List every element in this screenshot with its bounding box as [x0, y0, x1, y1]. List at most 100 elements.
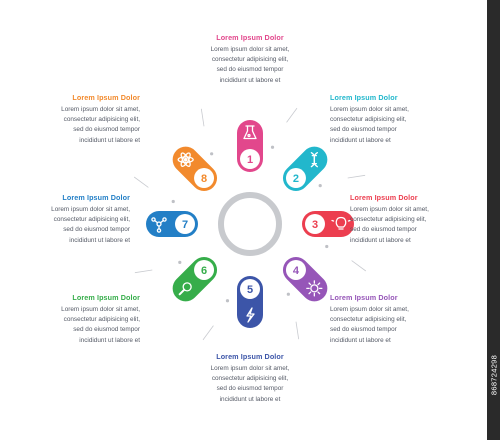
item-body-line: consectetur adipisicing elit, [211, 56, 289, 64]
item-body-line: consectetur adipisicing elit, [63, 316, 140, 324]
item-body-line: incididunt ut labore et [219, 76, 281, 84]
item-body-line: sed do eiusmod tempor [63, 226, 130, 234]
petal-number: 6 [201, 265, 207, 277]
item-body-line: sed do eiusmod tempor [216, 385, 284, 393]
item-body-line: sed do eiusmod tempor [350, 226, 417, 234]
item-body-line: incididunt ut labore et [79, 136, 140, 144]
petal-number: 4 [293, 265, 300, 277]
petal-capsule [282, 256, 328, 302]
item-body-line: incididunt ut labore et [330, 336, 391, 344]
item-body-line: consectetur adipisicing elit, [63, 116, 140, 124]
item-title: Lorem Ipsum Dolor [330, 293, 398, 302]
connector-lines [133, 107, 367, 341]
connector-dot [270, 145, 275, 149]
item-title: Lorem Ipsum Dolor [72, 93, 140, 102]
petal-number: 1 [247, 154, 253, 166]
item-body-line: consectetur adipisicing elit, [330, 116, 407, 124]
item-body-line: Lorem ipsum dolor sit amet, [210, 46, 290, 53]
item-title: Lorem Ipsum Dolor [216, 33, 284, 42]
center-ring [218, 192, 282, 256]
petal-number: 2 [293, 173, 299, 185]
petal-6 [172, 256, 218, 302]
sun-icon [306, 280, 323, 297]
number-badge [305, 214, 325, 234]
number-badge [240, 149, 260, 169]
lightning-icon [246, 307, 255, 323]
lightbulb-icon [331, 216, 351, 230]
petal-8 [172, 146, 218, 192]
connector-line [134, 269, 153, 274]
petal-2 [282, 146, 328, 192]
connector-line [295, 321, 300, 340]
item-body-line: consectetur adipisicing elit, [211, 375, 289, 383]
connector-line [347, 174, 366, 179]
network-icon [151, 217, 167, 233]
item-body-line: incididunt ut labore et [330, 136, 391, 144]
item-body-line: sed do eiusmod tempor [73, 326, 140, 334]
item-body-line: sed do eiusmod tempor [216, 66, 284, 74]
item-body-line: Lorem ipsum dolor sit amet, [330, 306, 409, 313]
petal-number: 3 [312, 219, 318, 231]
item-body-line: Lorem ipsum dolor sit amet, [330, 106, 409, 113]
number-badge [194, 168, 215, 189]
item-title: Lorem Ipsum Dolor [330, 93, 398, 102]
item-title: Lorem Ipsum Dolor [216, 352, 284, 361]
item-body-line: sed do eiusmod tempor [330, 126, 397, 134]
connector-dot [225, 299, 230, 303]
connector-dot [171, 199, 175, 204]
petal-number: 5 [247, 284, 253, 296]
item-body-line: consectetur adipisicing elit, [330, 316, 407, 324]
stock-sidebar: 868724298 [487, 0, 500, 440]
petal-capsule [172, 146, 218, 192]
item-body-line: Lorem ipsum dolor sit amet, [61, 106, 140, 113]
petal-capsule [172, 256, 218, 302]
connector-line [200, 108, 205, 127]
item-body-line: incididunt ut labore et [79, 336, 140, 344]
item-body-line: incididunt ut labore et [350, 236, 411, 244]
connector-line [202, 325, 214, 341]
item-body-line: sed do eiusmod tempor [73, 126, 140, 134]
item-body-line: Lorem ipsum dolor sit amet, [51, 206, 130, 213]
stock-id: 868724298 [489, 354, 498, 396]
item-title: Lorem Ipsum Dolor [62, 193, 130, 202]
petal-capsule [282, 146, 328, 192]
atom-icon [177, 152, 194, 167]
magnifier-icon [178, 282, 192, 296]
item-body-line: Lorem ipsum dolor sit amet, [350, 206, 429, 213]
number-badge [285, 168, 306, 189]
connector-line [133, 176, 149, 188]
petal-number: 8 [201, 173, 207, 185]
flask-icon [243, 125, 257, 140]
connector-line [351, 260, 367, 272]
item-title: Lorem Ipsum Dolor [72, 293, 140, 302]
number-badge [175, 214, 195, 234]
connector-dot [325, 244, 329, 249]
item-title: Lorem Ipsum Dolor [350, 193, 418, 202]
connector-dot [210, 152, 214, 156]
item-body-line: Lorem ipsum dolor sit amet, [210, 365, 290, 372]
item-body-line: consectetur adipisicing elit, [53, 216, 130, 224]
item-body-line: incididunt ut labore et [69, 236, 130, 244]
number-badge [285, 259, 306, 280]
item-body-line: sed do eiusmod tempor [330, 326, 397, 334]
item-body-line: Lorem ipsum dolor sit amet, [61, 306, 140, 313]
petal-4 [282, 256, 328, 302]
dna-icon [310, 152, 318, 168]
connector-line [286, 107, 298, 123]
number-badge [240, 279, 260, 299]
number-badge [194, 259, 215, 280]
item-body-line: incididunt ut labore et [219, 395, 281, 403]
item-body-line: consectetur adipisicing elit, [350, 216, 427, 224]
connector-dot [318, 184, 322, 188]
connector-dot [178, 260, 182, 264]
